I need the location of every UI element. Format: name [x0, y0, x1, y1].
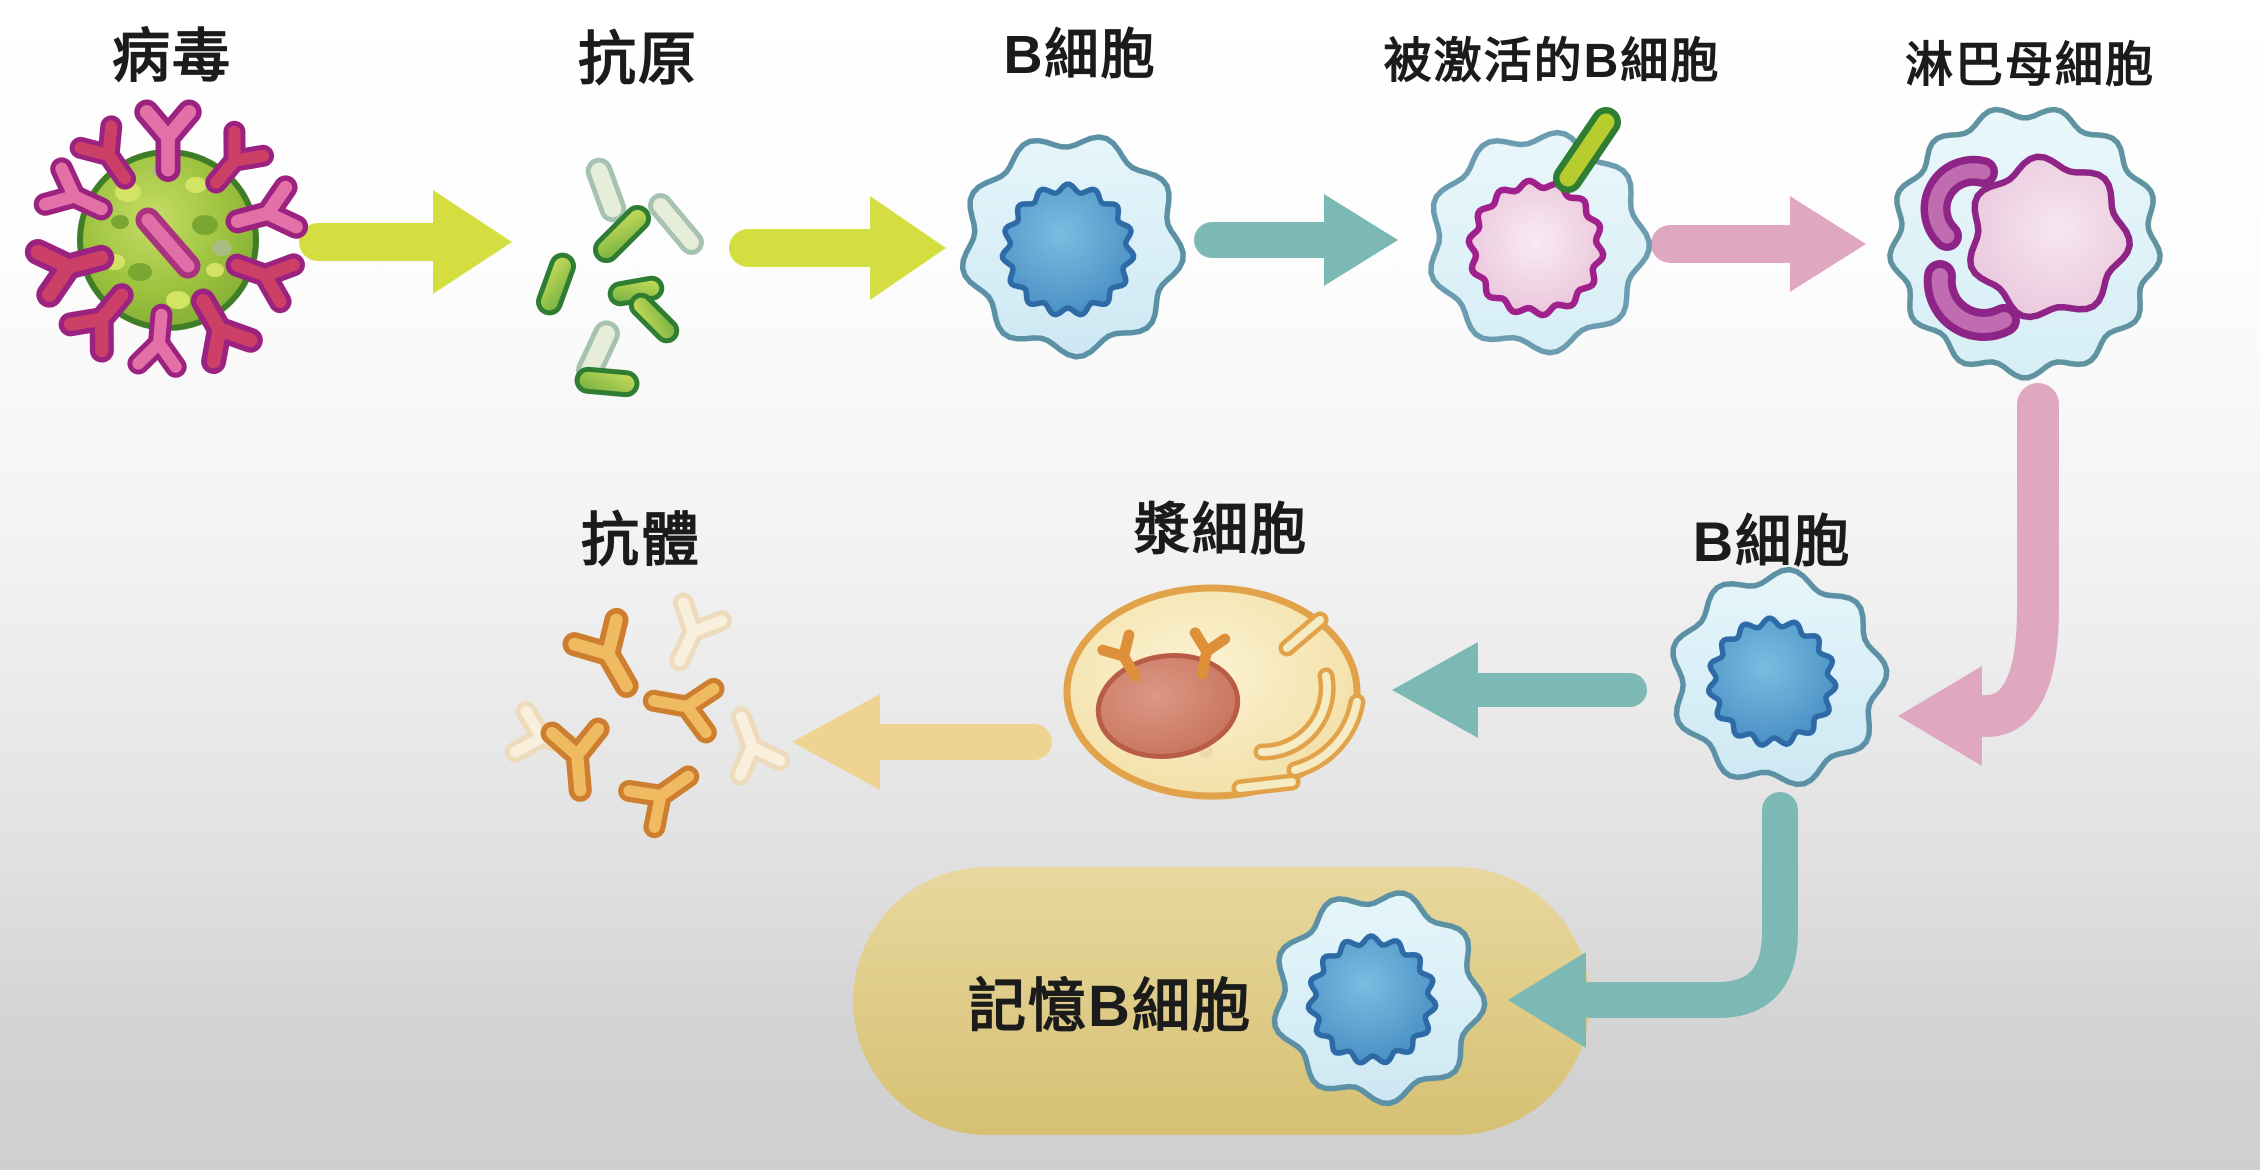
- arrow-bcell2-to-memory-icon: [1508, 792, 1798, 1048]
- virus-spikes: [24, 99, 309, 378]
- virus-illustration: [24, 99, 309, 378]
- activated-b-cell-label: 被激活的B細胞: [1383, 35, 1721, 88]
- virus-label: 病毒: [111, 24, 233, 89]
- arrow-plasma-to-antibody-icon: [792, 694, 1052, 790]
- b-cell-2-illustration: [1670, 566, 1890, 788]
- b-cell-2-label: B細胞: [1692, 510, 1852, 573]
- attached-antigen-icon: [1553, 107, 1621, 193]
- memory-b-cell-label: 記憶B細胞: [968, 974, 1252, 1039]
- arrow-antigen-to-bcell-icon: [729, 196, 946, 300]
- b-cell-illustration: [959, 134, 1186, 360]
- b-cell-label: B細胞: [1003, 25, 1157, 85]
- lymphoblast-label: 淋巴母細胞: [1904, 39, 2156, 92]
- antibody-label: 抗體: [580, 508, 702, 573]
- arrow-bcell-to-activated-icon: [1194, 194, 1398, 286]
- antigen-label: 抗原: [577, 27, 699, 92]
- activated-b-cell-illustration: [1428, 107, 1652, 356]
- plasma-cell-label: 漿細胞: [1134, 498, 1308, 561]
- antibody-cluster: [504, 592, 791, 839]
- antigen-cluster: [536, 157, 704, 398]
- lymphoblast-illustration: [1887, 106, 2163, 381]
- arrow-virus-to-antigen-icon: [299, 190, 512, 294]
- plasma-cell-illustration: [1063, 584, 1366, 800]
- arrow-bcell2-to-plasma-icon: [1392, 642, 1647, 738]
- arrow-lymphoblast-to-bcell2-icon: [1898, 383, 2059, 766]
- arrow-activated-to-lymphoblast-icon: [1651, 196, 1866, 292]
- memory-b-cell-illustration: [1271, 890, 1488, 1107]
